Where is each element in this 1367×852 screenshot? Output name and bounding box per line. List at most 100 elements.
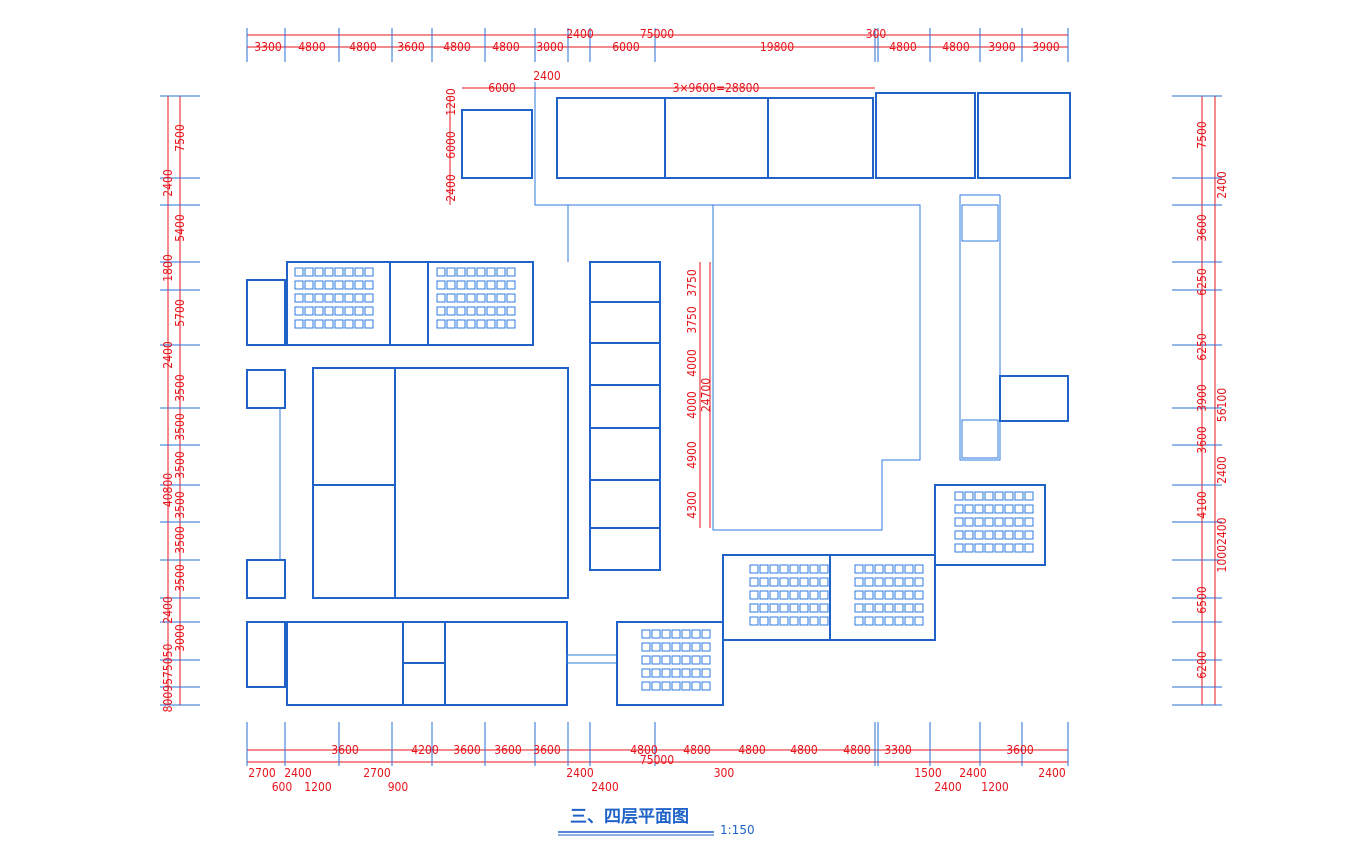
desk [954,543,964,553]
dimension-label: 6250 [1195,333,1209,361]
dimension-label: 4800 [630,743,658,757]
desk [914,564,924,574]
dimension-label: 3600 [1006,743,1034,757]
desk [749,616,759,626]
desk [506,267,516,277]
classroom-b1 [722,554,831,641]
dimension-label: 4200 [411,743,439,757]
desk [496,293,506,303]
desk [894,616,904,626]
dimension-label: 2400 [566,766,594,780]
dimension-label: 3300 [254,40,282,54]
desk [691,681,701,691]
desk [641,668,651,678]
desk [364,280,374,290]
desk [789,616,799,626]
desk [964,543,974,553]
desk [294,267,304,277]
desk [894,577,904,587]
desk [779,564,789,574]
desk [749,577,759,587]
desk [964,504,974,514]
dimension-label: 300 [866,27,887,41]
building-walls [246,82,1071,706]
dimension-label: 3000 [536,40,564,54]
desk [436,280,446,290]
dimension-label: 3600 [533,743,561,757]
dimension-label: 5400 [173,214,187,242]
desk [476,267,486,277]
desk [701,642,711,652]
desk [994,517,1004,527]
desk [864,590,874,600]
dimension-label: 7500 [1195,121,1209,149]
desk [974,543,984,553]
room-top-right [875,92,976,179]
desk [486,319,496,329]
desk [364,267,374,277]
desk [651,668,661,678]
desk [789,564,799,574]
desk [884,577,894,587]
desk-grid [294,267,1034,691]
dimension-label: 3×9600=28800 [673,81,760,95]
desk [641,642,651,652]
desk [661,668,671,678]
desk [864,616,874,626]
desk [436,306,446,316]
desk [671,668,681,678]
desk [364,293,374,303]
desk [324,306,334,316]
desk [759,603,769,613]
desk [324,267,334,277]
desk [914,603,924,613]
desk [661,681,671,691]
dimension-label: 8009575050 [161,644,175,713]
dimension-label: 300 [714,766,735,780]
desk [294,293,304,303]
desk [779,590,789,600]
dimension-label: 3600 [494,743,522,757]
desk [364,319,374,329]
desk [974,504,984,514]
desk [456,267,466,277]
desk [681,668,691,678]
desk [304,267,314,277]
desk [701,629,711,639]
desk [354,267,364,277]
desk [809,616,819,626]
desk [994,543,1004,553]
desk [324,280,334,290]
desk [456,319,466,329]
desk [334,293,344,303]
desk [984,543,994,553]
desk [486,293,496,303]
desk [681,642,691,652]
desk [974,517,984,527]
desk [799,564,809,574]
desk [344,293,354,303]
desk [671,681,681,691]
dimension-label: 75000 [640,753,674,767]
dimension-label: 7500 [173,124,187,152]
desk [436,267,446,277]
dimension-label: 4800 [298,40,326,54]
dimension-label: 1500 [914,766,942,780]
dimension-label: 3600 [331,743,359,757]
dimension-label: 2400 [161,341,175,369]
stair-left-top [246,279,286,346]
dimension-label: 4800 [889,40,917,54]
dimension-label: 6500 [1195,586,1209,614]
desk [446,293,456,303]
desk [984,504,994,514]
desk [354,280,364,290]
dimension-lines [160,28,1222,766]
desk [661,655,671,665]
desk [651,629,661,639]
desk [344,280,354,290]
dimension-label: 2400 [284,766,312,780]
dimension-label: 600 [272,780,293,794]
dimension-label: 3500 [173,526,187,554]
desk [974,530,984,540]
